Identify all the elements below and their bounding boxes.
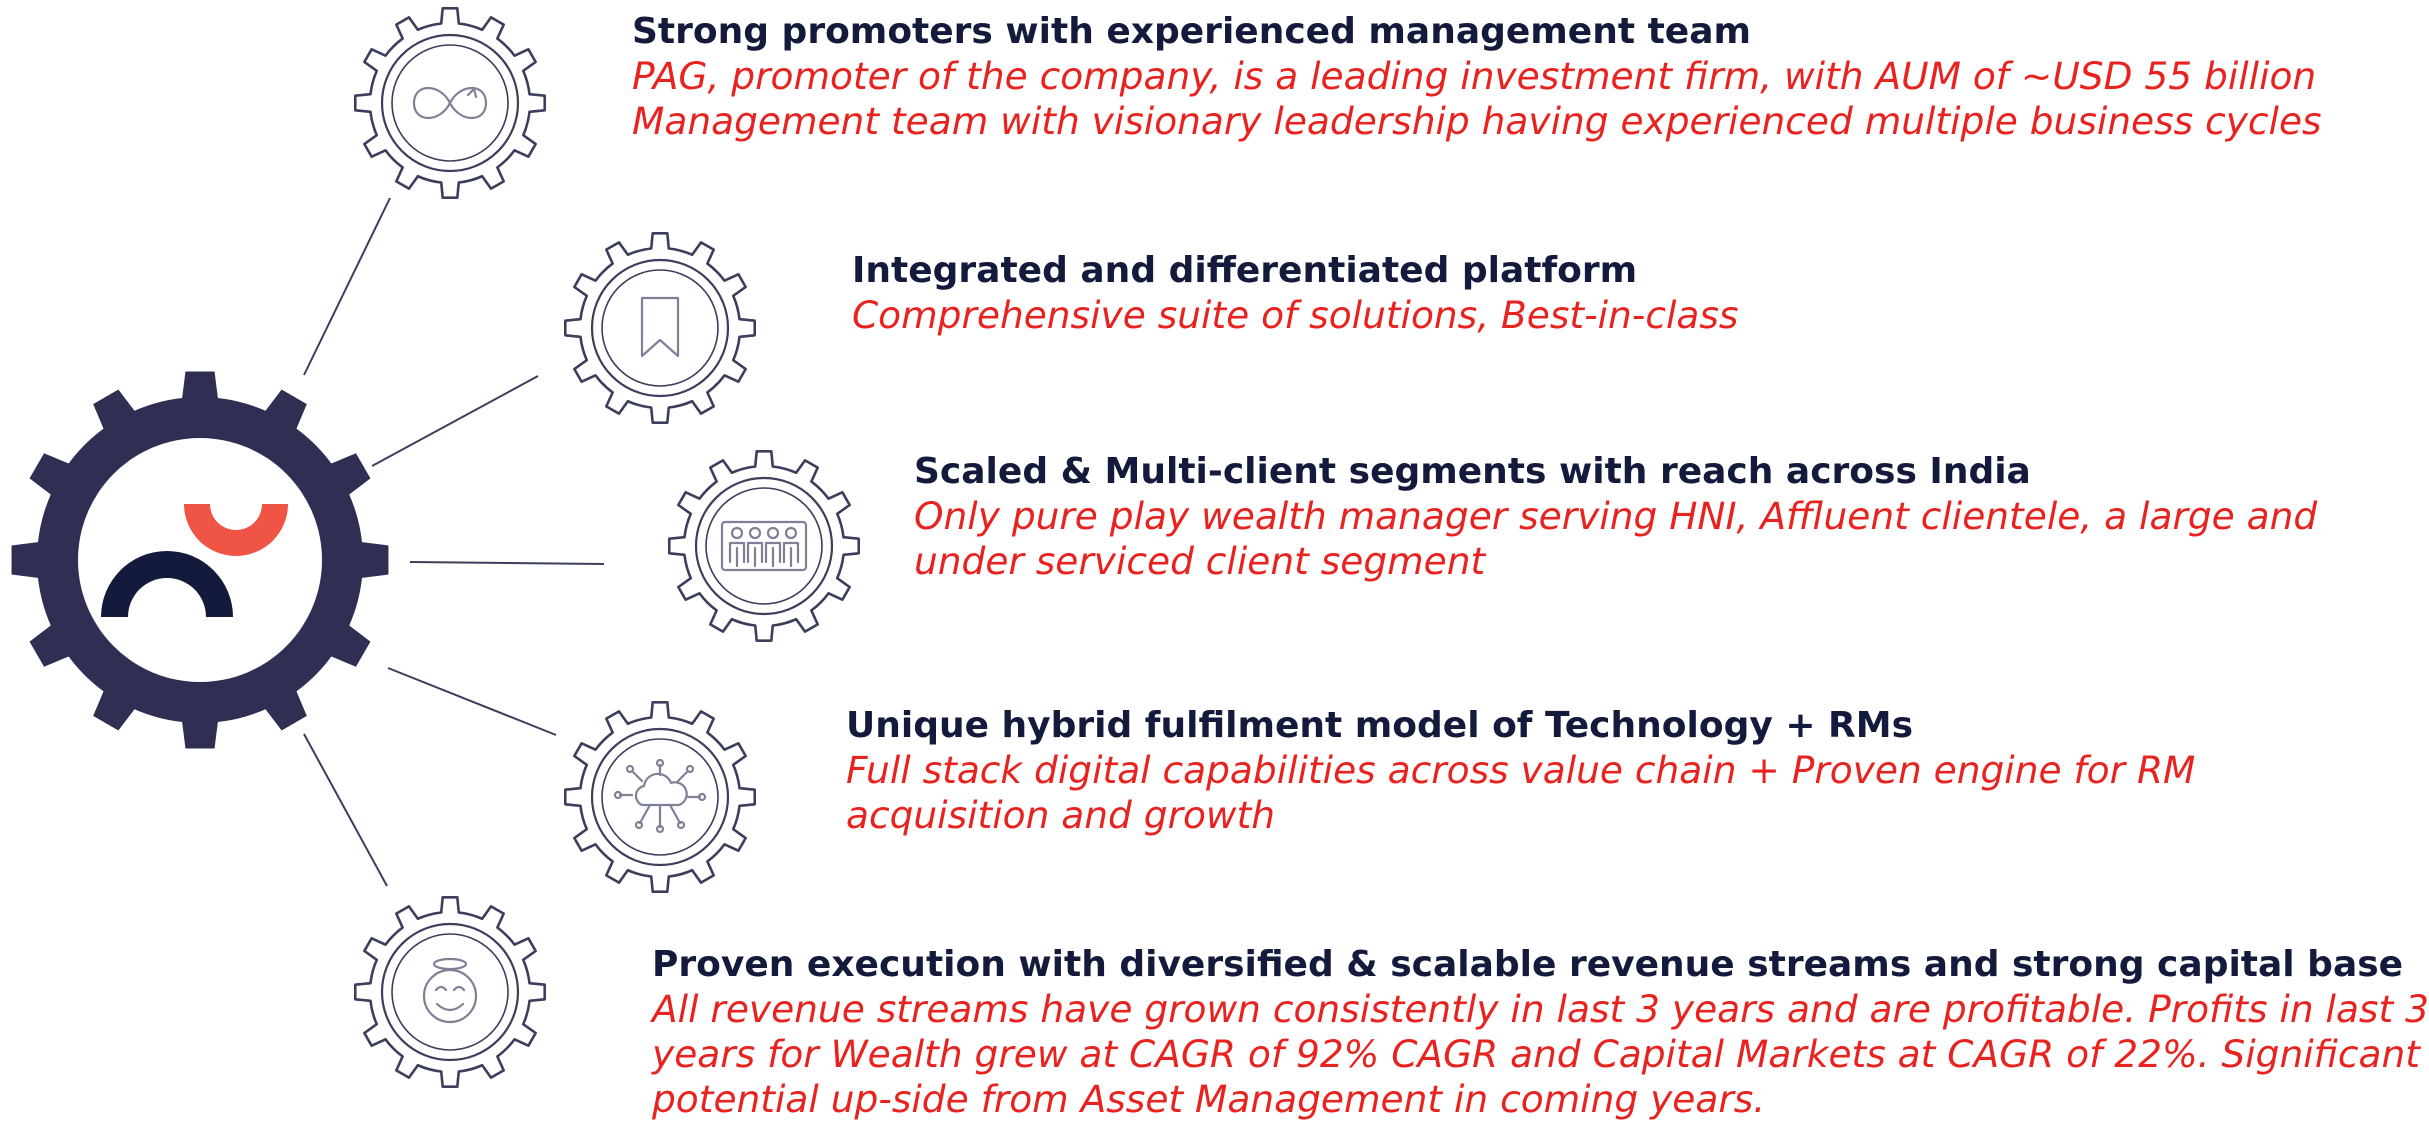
gear-inner-ring: [601, 738, 719, 856]
gear-outline: [563, 231, 757, 425]
logo-dark-arc: [101, 551, 233, 617]
item-description-line: potential up-side from Asset Management …: [652, 1077, 1766, 1121]
connector-line: [409, 561, 605, 565]
item-description-line: Comprehensive suite of solutions, Best-i…: [852, 293, 1739, 337]
item-gear: [353, 6, 547, 200]
item-title: Integrated and differentiated platform: [852, 250, 1638, 291]
gear-outline: [667, 449, 861, 643]
connector-line: [303, 197, 391, 376]
gear-ring: [380, 922, 520, 1062]
gear-outline: [353, 6, 547, 200]
item-multi-client-segments: Scaled & Multi-client segments with reac…: [914, 450, 2317, 584]
connector-lines: [303, 197, 605, 887]
item-description-line: Management team with visionary leadershi…: [632, 99, 2322, 143]
gear-ring: [694, 476, 834, 616]
item-integrated-platform: Integrated and differentiated platform C…: [852, 249, 1738, 338]
smiley-halo-icon: [422, 957, 478, 1024]
item-gear: [563, 231, 757, 425]
gear-inner-ring: [391, 933, 509, 1051]
item-proven-execution: Proven execution with diversified & scal…: [652, 943, 2429, 1122]
logo-red-arc: [184, 504, 288, 556]
item-description-line: acquisition and growth: [846, 793, 1276, 837]
diagram-graphics: [11, 6, 861, 1089]
item-description-line: All revenue streams have grown consisten…: [652, 987, 2429, 1031]
item-gear: [667, 449, 861, 643]
cloud-network-icon: [613, 758, 707, 834]
item-description-line: under serviced client segment: [914, 539, 1486, 583]
gear-outline: [563, 700, 757, 894]
bookmark-icon: [640, 296, 680, 358]
gear-outline: [353, 895, 547, 1089]
connector-line: [371, 375, 539, 467]
gear-ring: [380, 33, 520, 173]
infinity-icon: [412, 87, 488, 119]
connector-line: [387, 667, 557, 736]
gear-inner-ring: [705, 487, 823, 605]
item-strong-promoters: Strong promoters with experienced manage…: [632, 10, 2322, 144]
people-group-icon: [720, 520, 808, 572]
gear-ring: [590, 258, 730, 398]
connector-line: [303, 733, 388, 887]
item-title: Scaled & Multi-client segments with reac…: [914, 451, 2031, 492]
item-hybrid-fulfilment: Unique hybrid fulfilment model of Techno…: [846, 704, 2195, 838]
gear-ring: [590, 727, 730, 867]
item-description-line: Only pure play wealth manager serving HN…: [914, 494, 2318, 538]
hub-gear: [11, 371, 389, 749]
item-title: Strong promoters with experienced manage…: [632, 11, 1752, 52]
gear-inner-ring: [601, 269, 719, 387]
item-gears: [353, 6, 861, 1089]
item-gear: [563, 700, 757, 894]
item-description-line: years for Wealth grew at CAGR of 92% CAG…: [652, 1032, 2420, 1076]
item-description-line: PAG, promoter of the company, is a leadi…: [632, 54, 2317, 98]
item-title: Unique hybrid fulfilment model of Techno…: [846, 705, 1914, 746]
item-gear: [353, 895, 547, 1089]
item-title: Proven execution with diversified & scal…: [652, 944, 2404, 985]
item-description-line: Full stack digital capabilities across v…: [846, 748, 2196, 792]
gear-inner-ring: [391, 44, 509, 162]
